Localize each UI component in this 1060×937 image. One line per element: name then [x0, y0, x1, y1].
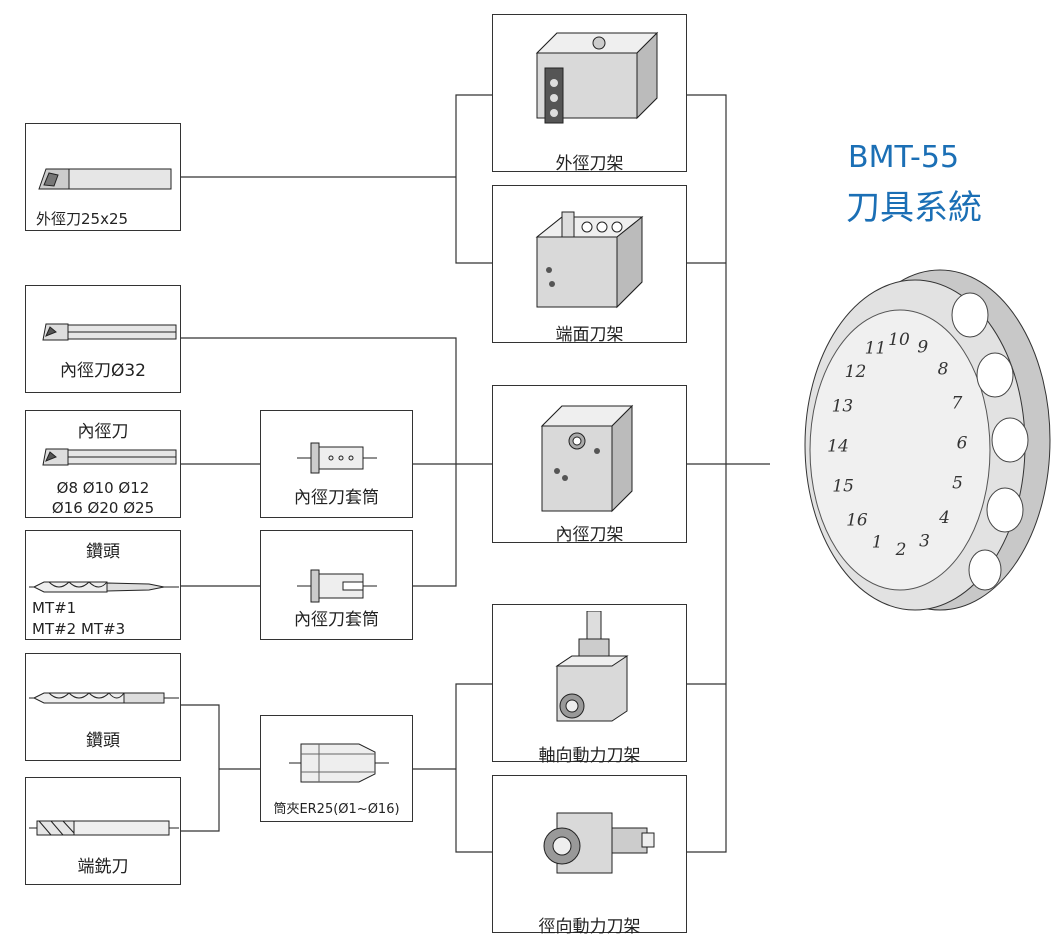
- drill-mt-2: MT#2 MT#3: [32, 620, 126, 638]
- turret-number: 15: [832, 477, 854, 497]
- sleeve-slotted-icon: [297, 569, 377, 603]
- od-holder-box: 外徑刀架: [492, 14, 687, 174]
- axial-live-holder-icon: [555, 611, 629, 722]
- turret-number: 12: [845, 362, 867, 382]
- id-holder-label: 內徑刀架: [555, 525, 624, 545]
- turret-number: 14: [827, 437, 849, 457]
- od-tool-label: 外徑刀25x25: [36, 210, 129, 228]
- sleeve-icon: [297, 442, 377, 474]
- id-tool-small-box: 內徑刀 Ø8 Ø10 Ø12 Ø16 Ø20 Ø25: [25, 410, 181, 518]
- turret-number: 7: [951, 393, 962, 413]
- model-title: BMT-55: [848, 140, 960, 175]
- collet-icon: [289, 743, 389, 783]
- end-mill-box: 端銑刀: [25, 777, 181, 885]
- turret-number: 11: [865, 339, 887, 359]
- turret-number: 8: [938, 360, 949, 380]
- collet-box: 筒夾ER25(Ø1~Ø16): [260, 715, 413, 822]
- axial-live-holder-label: 軸向動力刀架: [538, 746, 641, 766]
- od-tool-icon: [38, 168, 172, 190]
- id-boring-bar-small-icon: [42, 448, 177, 466]
- turret-number: 9: [917, 337, 928, 357]
- turret-number: 2: [895, 540, 907, 560]
- drill-mt-1: MT#1: [32, 599, 77, 617]
- collet-label: 筒夾ER25(Ø1~Ø16): [273, 802, 400, 817]
- id-tool-32-box: 內徑刀Ø32: [25, 285, 181, 393]
- od-holder-label: 外徑刀架: [555, 154, 624, 174]
- end-mill-icon: [29, 820, 179, 836]
- drill-box: 鑽頭: [25, 653, 181, 761]
- id-boring-bar-icon: [42, 323, 177, 341]
- radial-live-holder-label: 徑向動力刀架: [538, 917, 641, 937]
- turret-number: 5: [952, 474, 963, 494]
- sleeve-1-label: 內徑刀套筒: [294, 488, 379, 508]
- taper-drill-icon: [29, 581, 179, 593]
- id-tool-small-title: 內徑刀: [77, 422, 129, 442]
- drill-mt-title: 鑽頭: [86, 542, 120, 562]
- drill-icon: [29, 692, 179, 704]
- turret-number: 13: [832, 396, 854, 416]
- radial-live-holder-box: 徑向動力刀架: [492, 775, 687, 937]
- od-holder-icon: [535, 31, 659, 124]
- turret-number: 4: [938, 508, 950, 528]
- drill-mt-box: 鑽頭 MT#1 MT#2 MT#3: [25, 530, 181, 640]
- id-tool-sizes-1: Ø8 Ø10 Ø12: [56, 479, 150, 497]
- turret-number: 1: [872, 533, 883, 553]
- radial-live-holder-icon: [543, 812, 655, 874]
- sleeve-2-label: 內徑刀套筒: [294, 610, 379, 630]
- axial-live-holder-box: 軸向動力刀架: [492, 604, 687, 766]
- turret-number: 16: [846, 510, 868, 530]
- id-tool-sizes-2: Ø16 Ø20 Ø25: [51, 499, 155, 517]
- sleeve-1-box: 內徑刀套筒: [260, 410, 413, 518]
- turret-number: 10: [888, 330, 910, 350]
- system-title: 刀具系統: [846, 188, 982, 228]
- face-holder-label: 端面刀架: [555, 325, 624, 345]
- face-holder-box: 端面刀架: [492, 185, 687, 345]
- end-mill-label: 端銑刀: [77, 857, 129, 877]
- turret-number: 6: [957, 433, 968, 453]
- drill-label: 鑽頭: [86, 731, 120, 751]
- id-holder-box: 內徑刀架: [492, 385, 687, 545]
- turret-number: 3: [919, 531, 930, 551]
- id-holder-icon: [540, 404, 634, 513]
- id-tool-32-label: 內徑刀Ø32: [59, 361, 146, 381]
- face-holder-icon: [535, 211, 644, 309]
- sleeve-2-box: 內徑刀套筒: [260, 530, 413, 640]
- od-tool-box: 外徑刀25x25: [25, 123, 181, 231]
